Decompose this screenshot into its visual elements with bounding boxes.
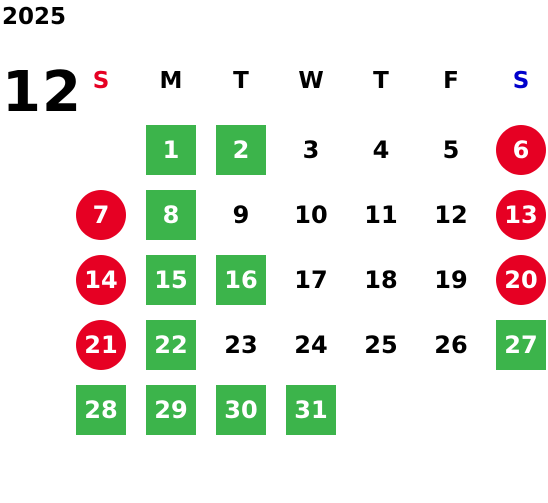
- day-cell-7: 7: [76, 190, 126, 240]
- day-cell-20: 20: [496, 255, 546, 305]
- day-cell-17: 17: [294, 266, 328, 294]
- day-cell-5: 5: [442, 136, 460, 164]
- day-cell-24: 24: [294, 331, 328, 359]
- day-cell-25: 25: [364, 331, 398, 359]
- day-cell-6: 6: [496, 125, 546, 175]
- weekday-label: M: [159, 68, 183, 94]
- weekday-label: W: [298, 68, 324, 94]
- day-cell-9: 9: [232, 201, 250, 229]
- weekday-label: S: [92, 68, 110, 94]
- day-cell-1: 1: [146, 125, 196, 175]
- day-cell-13: 13: [496, 190, 546, 240]
- day-cell-4: 4: [372, 136, 390, 164]
- day-cell-16: 16: [216, 255, 266, 305]
- day-cell-26: 26: [434, 331, 468, 359]
- weekday-label: T: [373, 68, 389, 94]
- day-cell-3: 3: [302, 136, 320, 164]
- day-cell-12: 12: [434, 201, 468, 229]
- day-cell-8: 8: [146, 190, 196, 240]
- day-cell-22: 22: [146, 320, 196, 370]
- day-cell-10: 10: [294, 201, 328, 229]
- year-label: 2025: [2, 4, 67, 30]
- day-cell-19: 19: [434, 266, 468, 294]
- day-cell-27: 27: [496, 320, 546, 370]
- day-cell-29: 29: [146, 385, 196, 435]
- day-cell-31: 31: [286, 385, 336, 435]
- day-cell-18: 18: [364, 266, 398, 294]
- weekday-label: F: [443, 68, 459, 94]
- day-cell-28: 28: [76, 385, 126, 435]
- day-cell-2: 2: [216, 125, 266, 175]
- day-cell-21: 21: [76, 320, 126, 370]
- day-cell-11: 11: [364, 201, 398, 229]
- weekday-label: T: [233, 68, 249, 94]
- weekday-label: S: [512, 68, 530, 94]
- day-cell-30: 30: [216, 385, 266, 435]
- day-cell-15: 15: [146, 255, 196, 305]
- day-cell-23: 23: [224, 331, 258, 359]
- day-cell-14: 14: [76, 255, 126, 305]
- month-number: 12: [2, 60, 82, 125]
